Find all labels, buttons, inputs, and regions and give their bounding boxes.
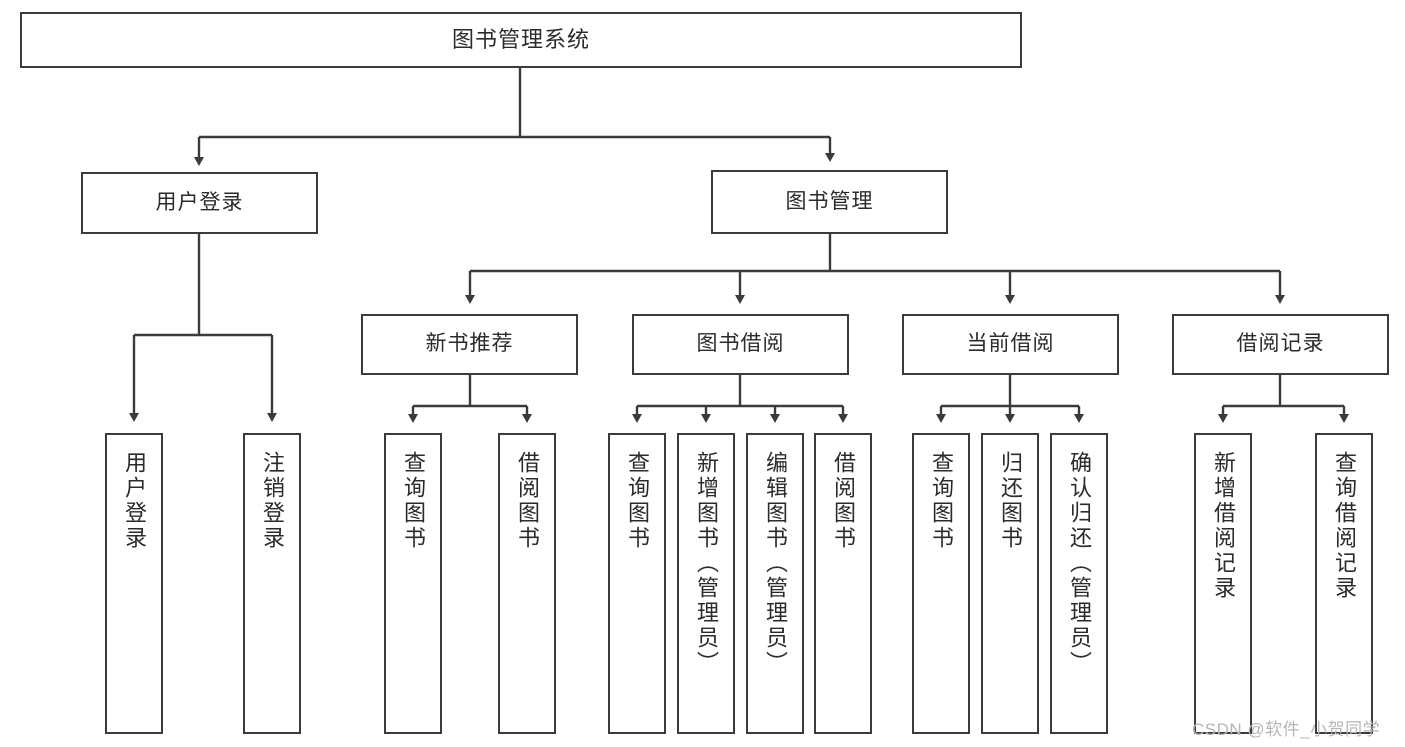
node-label: 图书管理 xyxy=(785,189,874,213)
node-label: 查询图书 xyxy=(929,451,954,551)
node-label: 确认归还（管理员） xyxy=(1067,451,1092,676)
leaf-book-borrow-borrow-book[interactable]: 借阅图书 xyxy=(814,433,872,734)
leaf-new-book-query-book[interactable]: 查询图书 xyxy=(384,433,442,734)
leaf-book-borrow-add-book-admin[interactable]: 新增图书（管理员） xyxy=(677,433,735,734)
leaf-user-login-login[interactable]: 用户登录 xyxy=(105,433,163,734)
leaf-book-borrow-query-book[interactable]: 查询图书 xyxy=(608,433,666,734)
node-label: 新书推荐 xyxy=(425,332,514,356)
node-root-book-management-system[interactable]: 图书管理系统 xyxy=(20,12,1022,68)
node-label: 借阅图书 xyxy=(515,451,540,551)
node-label: 注销登录 xyxy=(260,451,285,551)
node-label: 用户登录 xyxy=(155,190,244,214)
node-user-login[interactable]: 用户登录 xyxy=(81,172,318,234)
node-borrow-record[interactable]: 借阅记录 xyxy=(1172,314,1389,375)
node-book-borrow[interactable]: 图书借阅 xyxy=(632,314,849,375)
node-label: 用户登录 xyxy=(122,451,147,551)
node-label: 新增图书（管理员） xyxy=(694,451,719,676)
node-label: 图书管理系统 xyxy=(451,27,590,53)
node-current-borrow[interactable]: 当前借阅 xyxy=(902,314,1119,375)
node-label: 编辑图书（管理员） xyxy=(763,451,788,676)
node-label: 查询图书 xyxy=(401,451,426,551)
leaf-borrow-record-add-record[interactable]: 新增借阅记录 xyxy=(1194,433,1252,734)
leaf-current-borrow-return-book[interactable]: 归还图书 xyxy=(981,433,1039,734)
leaf-current-borrow-confirm-return-admin[interactable]: 确认归还（管理员） xyxy=(1050,433,1108,734)
node-label: 归还图书 xyxy=(998,451,1023,551)
leaf-book-borrow-edit-book-admin[interactable]: 编辑图书（管理员） xyxy=(746,433,804,734)
node-label: 查询借阅记录 xyxy=(1332,451,1357,601)
csdn-watermark: CSDN @软件_小贺同学 xyxy=(1192,720,1381,739)
leaf-user-login-logout[interactable]: 注销登录 xyxy=(243,433,301,734)
node-label: 借阅记录 xyxy=(1236,332,1325,356)
leaf-new-book-borrow-book[interactable]: 借阅图书 xyxy=(498,433,556,734)
node-label: 借阅图书 xyxy=(831,451,856,551)
node-book-management[interactable]: 图书管理 xyxy=(711,170,948,234)
node-label: 查询图书 xyxy=(625,451,650,551)
node-label: 新增借阅记录 xyxy=(1211,451,1236,601)
node-label: 图书借阅 xyxy=(696,332,785,356)
node-new-book-recommend[interactable]: 新书推荐 xyxy=(361,314,578,375)
leaf-borrow-record-query-record[interactable]: 查询借阅记录 xyxy=(1315,433,1373,734)
leaf-current-borrow-query-book[interactable]: 查询图书 xyxy=(912,433,970,734)
node-label: 当前借阅 xyxy=(966,332,1055,356)
